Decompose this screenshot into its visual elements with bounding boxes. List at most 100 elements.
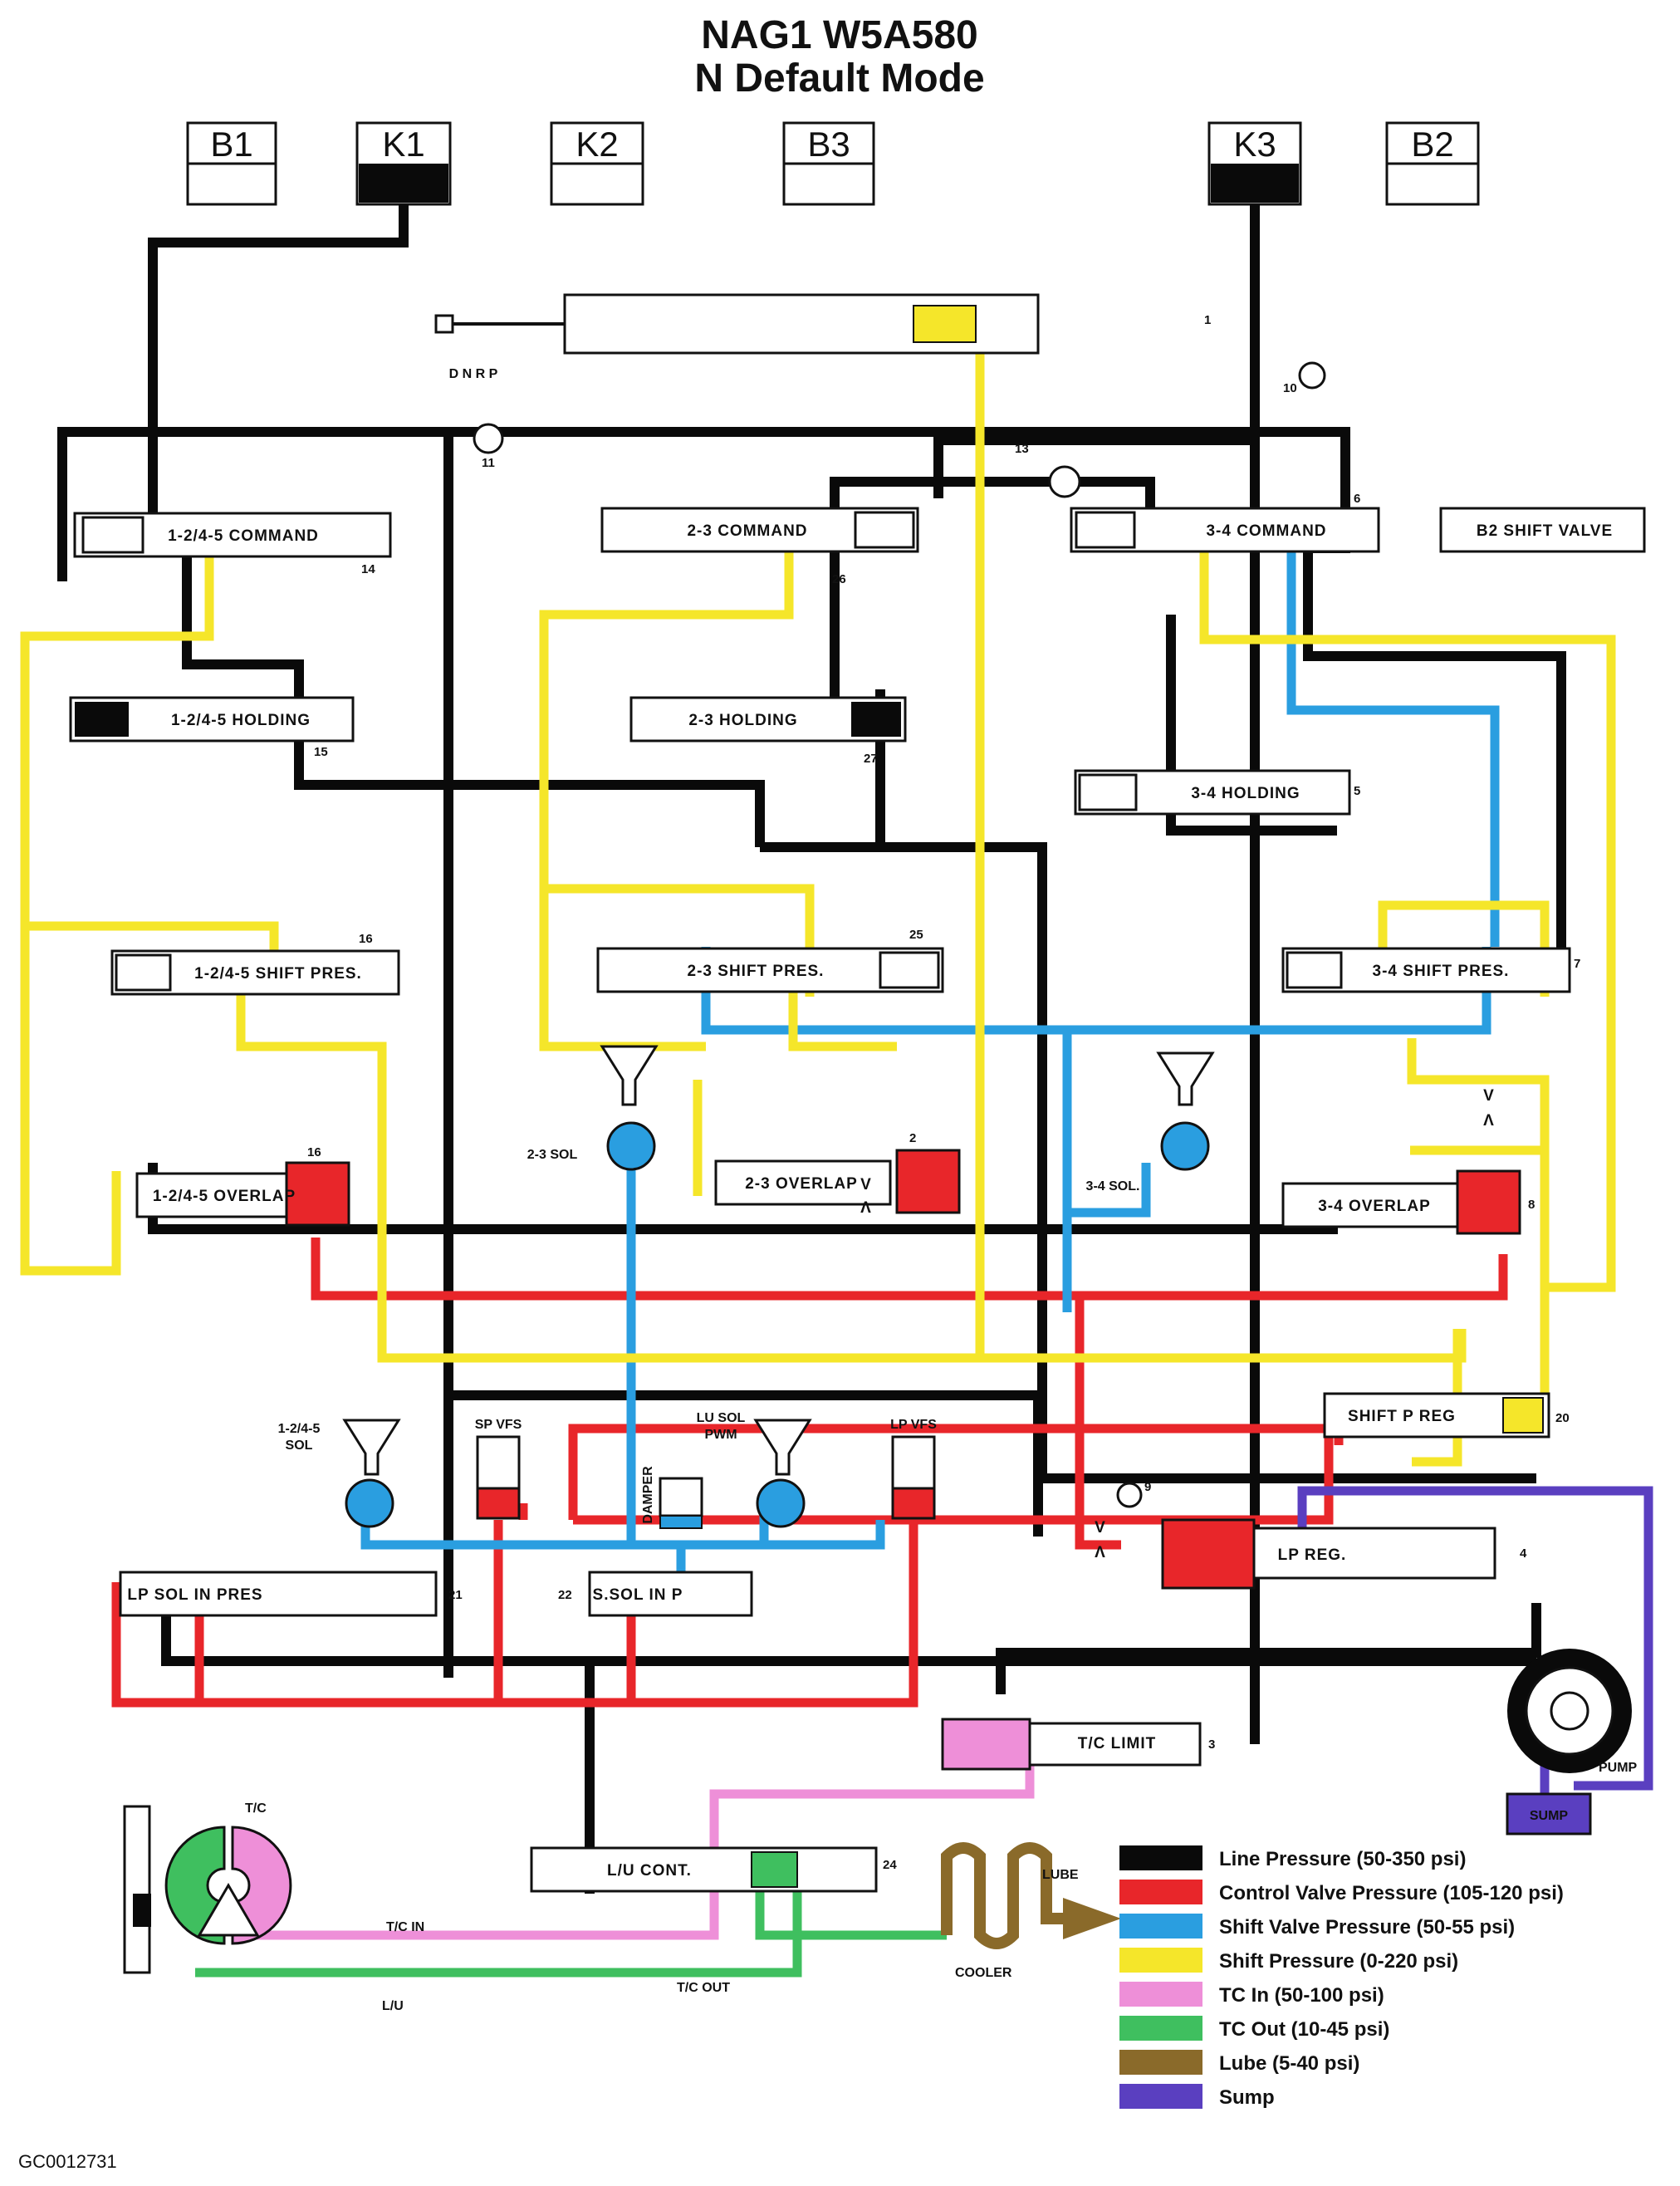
- legend-item: Shift Valve Pressure (50-55 psi): [1119, 1914, 1515, 1938]
- legend-item: Shift Pressure (0-220 psi): [1119, 1948, 1458, 1973]
- valve-tc-limit-label: T/C LIMIT: [1078, 1735, 1156, 1752]
- ref-16b: 16: [307, 1145, 321, 1159]
- v-mark-overlap-34: V: [1483, 1087, 1495, 1105]
- valve-lp-sol-in-pres-label: LP SOL IN PRES: [127, 1586, 262, 1604]
- legend-swatch: [1119, 1914, 1202, 1938]
- valve-holding-23-label: 2-3 HOLDING: [688, 712, 797, 729]
- pump: PUMP: [1507, 1649, 1638, 1775]
- selector-label: D N R P: [449, 367, 498, 381]
- legend-label: Lube (5-40 psi): [1219, 2052, 1359, 2075]
- valve-s-sol-in-p: S.SOL IN P: [588, 1571, 753, 1617]
- ref-6: 6: [1354, 492, 1360, 506]
- tc-in-label: T/C IN: [386, 1920, 424, 1934]
- tc-out-network: [195, 1873, 947, 1978]
- valve-command-34-label: 3-4 COMMAND: [1206, 522, 1326, 540]
- valve-holding-34-label: 3-4 HOLDING: [1191, 785, 1300, 802]
- damper-label: DAMPER: [641, 1466, 655, 1524]
- valve-overlap-23: 2-3 OVERLAP: [714, 1149, 961, 1214]
- caret-lp-reg: Λ: [1095, 1544, 1106, 1561]
- valve-shiftpres-23-label: 2-3 SHIFT PRES.: [688, 963, 825, 980]
- ref-16a: 16: [359, 932, 373, 946]
- lube-label: LUBE: [1042, 1868, 1079, 1882]
- ref-5: 5: [1354, 784, 1360, 798]
- ref-25: 26: [832, 572, 846, 586]
- ref-13: 13: [1015, 442, 1029, 456]
- ref-8: 8: [1528, 1198, 1535, 1212]
- ref-20: 21: [448, 1588, 463, 1602]
- valve-command-34: 3-4 COMMAND: [1070, 507, 1380, 553]
- solenoid-1245-label-a: 1-2/4-5: [278, 1422, 321, 1436]
- legend-swatch: [1119, 1880, 1202, 1904]
- legend-label: Shift Pressure (0-220 psi): [1219, 1950, 1458, 1973]
- clutch-k2: K2: [550, 121, 644, 206]
- caret-overlap-23: Λ: [860, 1199, 872, 1217]
- ref-11: 11: [482, 456, 495, 470]
- v-mark-overlap-23: V: [860, 1176, 872, 1193]
- ref-21: 22: [558, 1588, 572, 1602]
- check-balls: [473, 361, 1326, 1508]
- solenoid-sp-vfs: SP VFS: [475, 1418, 522, 1520]
- legend-swatch: [1119, 1948, 1202, 1973]
- legend-item: Sump: [1119, 2084, 1275, 2109]
- valve-overlap-1245-label: 1-2/4-5 OVERLAP: [153, 1188, 296, 1205]
- lu-label: L/U: [382, 1999, 404, 2013]
- legend-swatch: [1119, 1982, 1202, 2007]
- sump: SUMP: [1506, 1792, 1592, 1836]
- ref-4: 4: [1520, 1546, 1527, 1561]
- solenoid-lp-vfs: LP VFS: [890, 1418, 937, 1520]
- torque-converter: T/C: [123, 1801, 292, 1974]
- valve-lp-reg: LP REG.: [1161, 1518, 1496, 1590]
- clutch-b2-label: B2: [1411, 125, 1453, 164]
- valve-lp-sol-in-pres: LP SOL IN PRES: [119, 1571, 438, 1617]
- valve-lu-cont-label: L/U CONT.: [607, 1862, 692, 1880]
- valve-overlap-34-label: 3-4 OVERLAP: [1318, 1198, 1431, 1215]
- valve-overlap-1245: 1-2/4-5 OVERLAP: [135, 1161, 350, 1227]
- ref-3: 3: [1208, 1738, 1215, 1752]
- clutch-b1-label: B1: [210, 125, 252, 164]
- ref-10: 10: [1283, 381, 1297, 395]
- tc-label: T/C: [245, 1801, 267, 1816]
- ref-19: 20: [1555, 1411, 1570, 1425]
- legend-swatch: [1119, 2084, 1202, 2109]
- legend-swatch: [1119, 2016, 1202, 2041]
- valve-overlap-34: 3-4 OVERLAP: [1281, 1169, 1521, 1235]
- v-mark-lp-reg: V: [1095, 1519, 1106, 1537]
- valve-s-sol-in-p-label: S.SOL IN P: [593, 1586, 683, 1604]
- ref-7: 7: [1574, 957, 1580, 971]
- valve-command-23-label: 2-3 COMMAND: [687, 522, 807, 540]
- clutch-b3-label: B3: [807, 125, 850, 164]
- valve-holding-1245: 1-2/4-5 HOLDING: [69, 696, 355, 743]
- control-pressure-network: [111, 1238, 1508, 1708]
- solenoid-34: 3-4 SOL.: [1086, 1051, 1215, 1193]
- figure-code: GC0012731: [18, 2151, 117, 2172]
- ref-1: 1: [1204, 313, 1211, 327]
- caret-overlap-34: Λ: [1483, 1112, 1495, 1130]
- lube-network: [941, 1842, 1121, 1949]
- ref-9: 9: [1144, 1480, 1151, 1494]
- valve-holding-34: 3-4 HOLDING: [1074, 769, 1351, 816]
- clutch-b2: B2: [1385, 121, 1480, 206]
- valve-shiftpres-34-label: 3-4 SHIFT PRES.: [1373, 963, 1510, 980]
- legend-label: TC Out (10-45 psi): [1219, 2018, 1389, 2041]
- cooler-label: COOLER: [955, 1966, 1012, 1980]
- sump-label: SUMP: [1530, 1809, 1569, 1823]
- ref-15: 15: [314, 745, 328, 759]
- legend-item: Control Valve Pressure (105-120 psi): [1119, 1880, 1564, 1904]
- legend-item: TC Out (10-45 psi): [1119, 2016, 1389, 2041]
- valve-shiftpres-23: 2-3 SHIFT PRES.: [596, 947, 944, 993]
- legend-item: Line Pressure (50-350 psi): [1119, 1845, 1466, 1870]
- tc-in-network: [233, 1731, 1035, 1940]
- valve-shift-p-reg: SHIFT P REG: [1323, 1392, 1550, 1439]
- valve-command-1245: 1-2/4-5 COMMAND: [73, 512, 392, 558]
- valve-b2-shift-label: B2 SHIFT VALVE: [1477, 522, 1613, 540]
- valve-command-1245-label: 1-2/4-5 COMMAND: [168, 527, 319, 545]
- legend: Line Pressure (50-350 psi) Control Valve…: [1119, 1845, 1564, 2109]
- valve-lp-reg-label: LP REG.: [1278, 1546, 1347, 1564]
- legend-swatch: [1119, 1845, 1202, 1870]
- clutch-b1: B1: [186, 121, 277, 206]
- legend-label: TC In (50-100 psi): [1219, 1984, 1384, 2007]
- clutch-k3-label: K3: [1233, 125, 1276, 164]
- ref-26: 27: [864, 752, 878, 766]
- valve-b2-shift: B2 SHIFT VALVE: [1439, 507, 1646, 553]
- tc-out-label: T/C OUT: [677, 1981, 730, 1995]
